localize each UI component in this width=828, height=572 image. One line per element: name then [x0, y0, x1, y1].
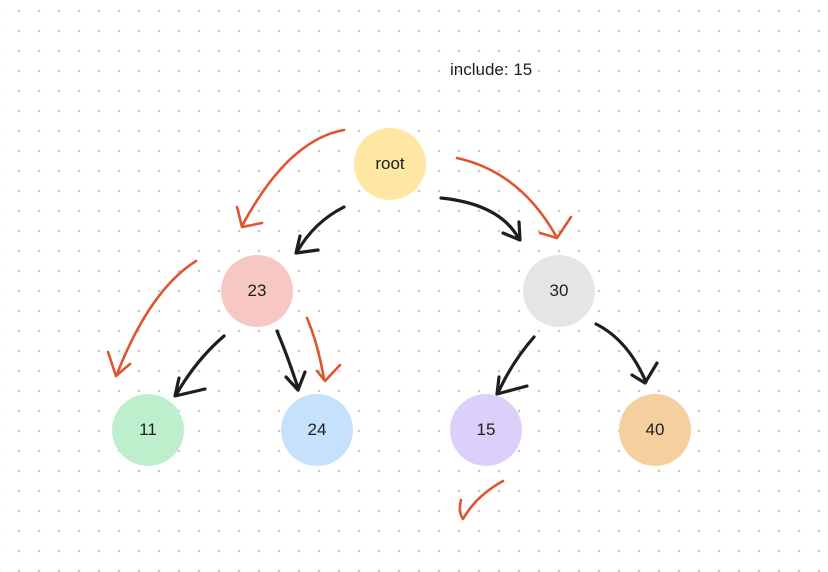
node-30-label: 30 — [549, 281, 569, 300]
node-30[interactable]: 30 — [523, 255, 595, 327]
node-23[interactable]: 23 — [221, 255, 293, 327]
edge-23-11-line — [174, 334, 226, 397]
node-24-label: 24 — [307, 420, 327, 439]
edge-30-40-head — [630, 361, 659, 385]
edge-30-15 — [495, 335, 536, 396]
trace-arrow-23-right-head — [315, 363, 342, 383]
trace-arrow-root-left — [235, 128, 346, 229]
node-root[interactable]: root — [354, 128, 426, 200]
trace-arrow-23-right — [305, 316, 342, 383]
checkmark-icon — [458, 479, 505, 521]
edge-23-11-head — [173, 376, 207, 398]
trace-arrow-23-right-line — [305, 316, 326, 381]
edge-root-30 — [439, 196, 522, 242]
edge-23-24-line — [275, 329, 300, 390]
node-11[interactable]: 11 — [112, 394, 184, 466]
edge-root-23 — [294, 205, 346, 255]
trace-arrow-root-right-line — [455, 156, 558, 238]
node-23-label: 23 — [247, 281, 267, 300]
trace-arrow-23-left-head — [106, 350, 132, 378]
node-11-label: 11 — [139, 420, 157, 439]
edge-root-23-line — [295, 205, 346, 254]
edge-30-40 — [594, 322, 659, 385]
node-24[interactable]: 24 — [281, 394, 353, 466]
node-15-label: 15 — [476, 420, 496, 439]
edge-23-24 — [275, 329, 307, 392]
node-40-label: 40 — [645, 420, 665, 439]
node-40[interactable]: 40 — [619, 394, 691, 466]
trace-arrow-root-left-line — [240, 128, 346, 228]
trace-arrow-root-right — [455, 156, 573, 240]
node-root-label: root — [375, 154, 405, 173]
edge-root-30-line — [439, 196, 521, 241]
include-label: include: 15 — [450, 60, 533, 79]
edge-23-24-head — [284, 370, 307, 392]
edge-root-23-head — [294, 234, 320, 255]
trace-arrow-root-right-head — [538, 215, 573, 240]
edge-30-15-head — [495, 375, 529, 396]
trace-arrow-23-left-line — [115, 259, 198, 376]
edge-30-15-line — [496, 335, 536, 395]
edge-23-11 — [173, 334, 226, 398]
trace-arrow-23-left — [106, 259, 198, 378]
edge-root-30-head — [501, 220, 522, 242]
node-15[interactable]: 15 — [450, 394, 522, 466]
edge-30-40-line — [594, 322, 648, 384]
trace-arrow-root-left-head — [235, 205, 264, 229]
